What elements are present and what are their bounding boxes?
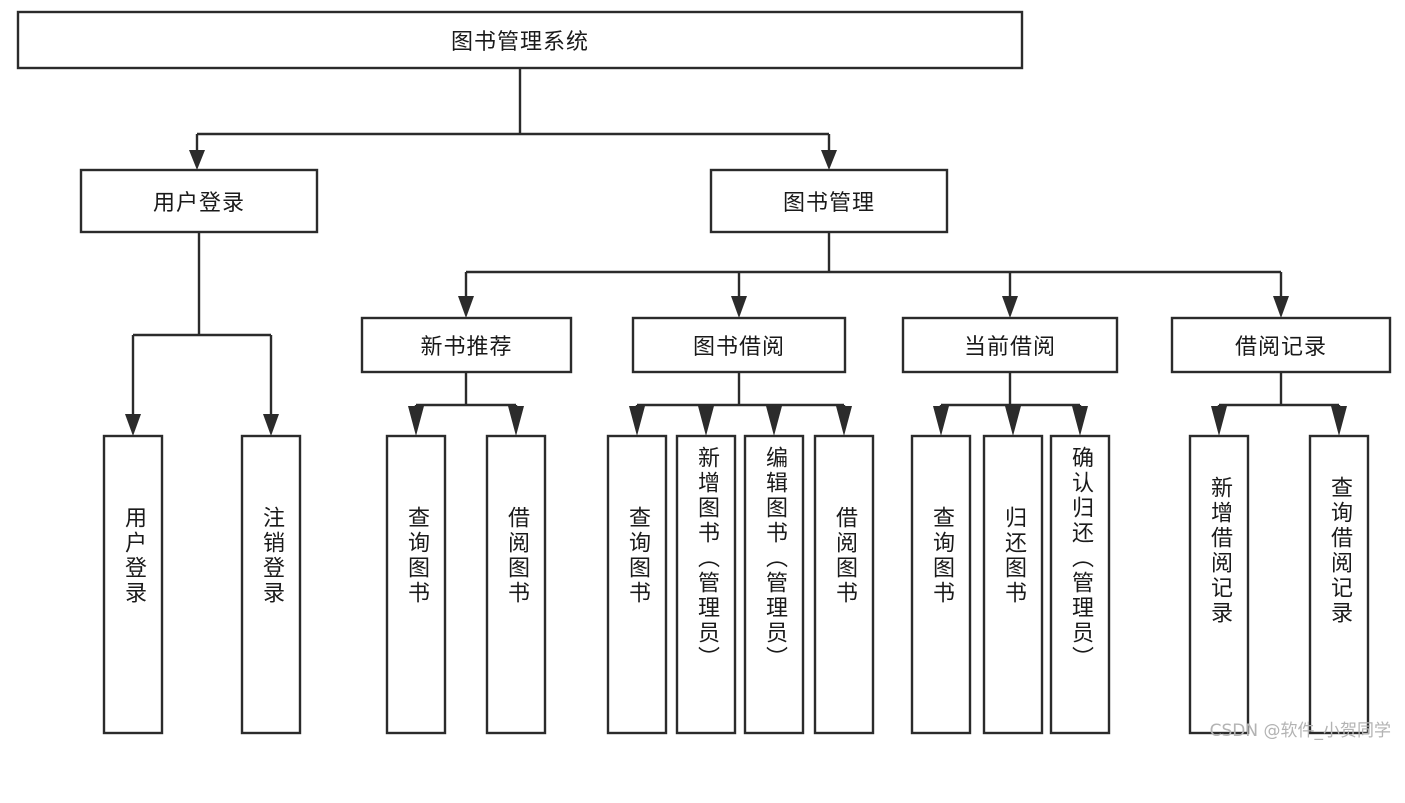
node-box-leaf[interactable] [910, 434, 972, 735]
arrow-head-icon [458, 296, 474, 318]
tree-diagram-svg [16, 10, 1392, 735]
node-box-leaf[interactable] [1308, 434, 1370, 735]
node-box-leaf[interactable] [240, 434, 302, 735]
arrow-head-icon [1273, 296, 1289, 318]
node-box-book-management[interactable] [709, 168, 949, 234]
arrow-head-icon [698, 406, 714, 436]
arrow-head-icon [263, 414, 279, 436]
node-box-borrow-record[interactable] [1170, 316, 1392, 374]
arrow-head-icon [766, 406, 782, 436]
node-box-leaf[interactable] [1049, 434, 1111, 735]
node-box-leaf[interactable] [982, 434, 1044, 735]
node-box-user-login[interactable] [79, 168, 319, 234]
node-box-layer [16, 10, 1392, 735]
arrow-head-icon [189, 150, 205, 170]
node-box-leaf[interactable] [675, 434, 737, 735]
arrow-head-icon [1005, 406, 1021, 436]
arrow-head-icon [933, 406, 949, 436]
arrow-head-icon [731, 296, 747, 318]
diagram-canvas: 图书管理系统 用户登录 图书管理 新书推荐 图书借阅 当前借阅 借阅记录 用户登… [16, 10, 1392, 741]
arrow-head-icon [1211, 406, 1227, 436]
node-box-leaf[interactable] [485, 434, 547, 735]
node-box-leaf[interactable] [385, 434, 447, 735]
arrow-head-icon [1002, 296, 1018, 318]
node-box-leaf[interactable] [813, 434, 875, 735]
arrow-head-icon [1072, 406, 1088, 436]
node-box-book-borrow[interactable] [631, 316, 847, 374]
node-box-new-book-recommend[interactable] [360, 316, 573, 374]
node-box-leaf[interactable] [1188, 434, 1250, 735]
arrow-head-icon [821, 150, 837, 170]
node-box-leaf[interactable] [743, 434, 805, 735]
arrow-head-icon [836, 406, 852, 436]
node-box-current-borrow[interactable] [901, 316, 1119, 374]
arrow-head-icon [408, 406, 424, 436]
node-box-leaf[interactable] [606, 434, 668, 735]
node-box-root[interactable] [16, 10, 1024, 70]
node-box-leaf[interactable] [102, 434, 164, 735]
arrow-head-icon [508, 406, 524, 436]
connector-layer [125, 68, 1347, 436]
arrow-head-icon [125, 414, 141, 436]
arrow-head-icon [629, 406, 645, 436]
arrow-head-icon [1331, 406, 1347, 436]
